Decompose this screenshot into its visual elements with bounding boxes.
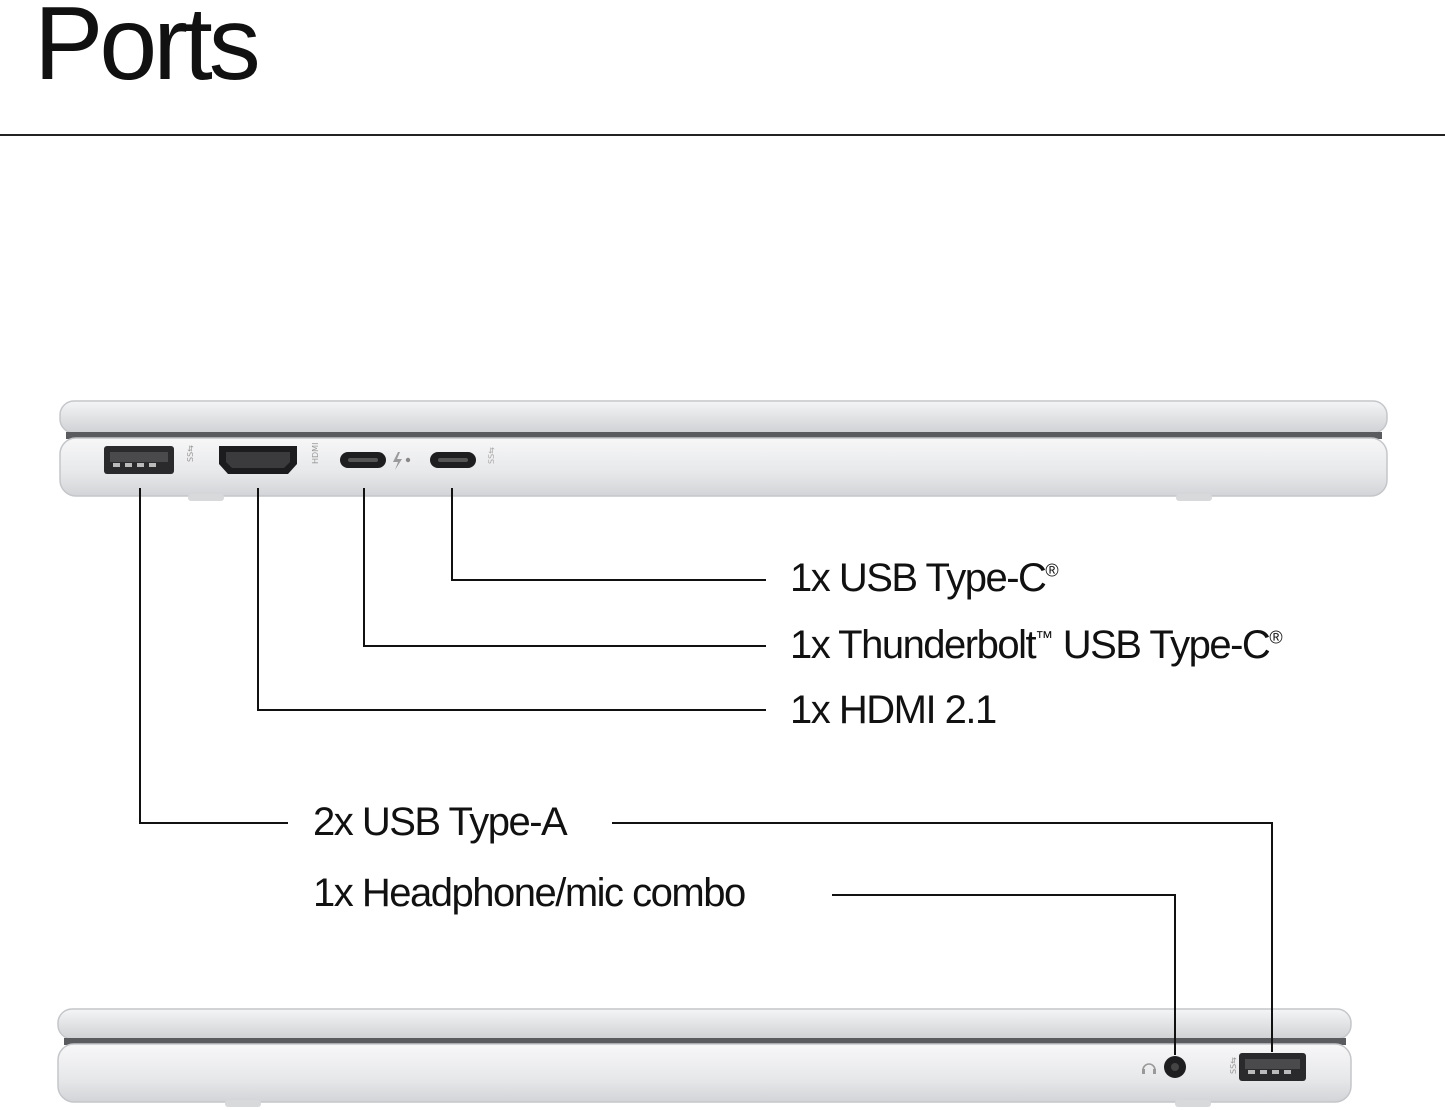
left-foot-2 bbox=[1176, 494, 1212, 501]
right-foot-1 bbox=[225, 1100, 261, 1107]
headphone-icon bbox=[1142, 1063, 1156, 1074]
left-hinge-gap bbox=[66, 432, 1382, 439]
label-usb-c: 1x USB Type-C® bbox=[790, 556, 1059, 600]
left-foot-1 bbox=[188, 494, 224, 501]
hdmi-symbol: HDMI bbox=[311, 443, 320, 464]
header-divider bbox=[0, 134, 1445, 136]
callout-usb-a-left bbox=[139, 488, 288, 824]
label-headphone: 1x Headphone/mic combo bbox=[313, 871, 746, 915]
right-foot-2 bbox=[1175, 1100, 1211, 1107]
laptop-left-side: SS⇆ HDMI SS⇆ bbox=[59, 400, 1388, 501]
right-base bbox=[57, 1043, 1352, 1103]
usb-a-port-right bbox=[1239, 1053, 1306, 1081]
laptop-right-side: SS⇆ bbox=[57, 1008, 1352, 1107]
label-usb-a: 2x USB Type-A bbox=[313, 800, 568, 844]
callout-thunderbolt bbox=[363, 488, 766, 647]
usb-a-left-symbol: SS⇆ bbox=[186, 445, 195, 462]
usb-c-symbol: SS⇆ bbox=[487, 447, 496, 464]
charge-indicator-dot bbox=[405, 457, 411, 463]
page-title: Ports bbox=[34, 0, 261, 102]
left-base bbox=[59, 437, 1388, 497]
label-thunderbolt: 1x Thunderbolt™ USB Type-C® bbox=[790, 623, 1283, 667]
thunderbolt-icon bbox=[393, 452, 402, 470]
usb-a-port-left bbox=[104, 446, 174, 474]
label-hdmi: 1x HDMI 2.1 bbox=[790, 688, 997, 732]
callout-hdmi bbox=[257, 488, 766, 711]
hdmi-port bbox=[219, 446, 297, 474]
callout-lines bbox=[139, 488, 1273, 1055]
right-lid bbox=[57, 1008, 1352, 1040]
callout-usb-c bbox=[451, 488, 766, 581]
callout-headphone bbox=[832, 894, 1176, 1055]
right-hinge-gap bbox=[64, 1038, 1346, 1045]
usb-a-right-symbol: SS⇆ bbox=[1229, 1057, 1238, 1074]
left-lid bbox=[59, 400, 1388, 434]
callout-usb-a-right bbox=[612, 822, 1273, 1052]
